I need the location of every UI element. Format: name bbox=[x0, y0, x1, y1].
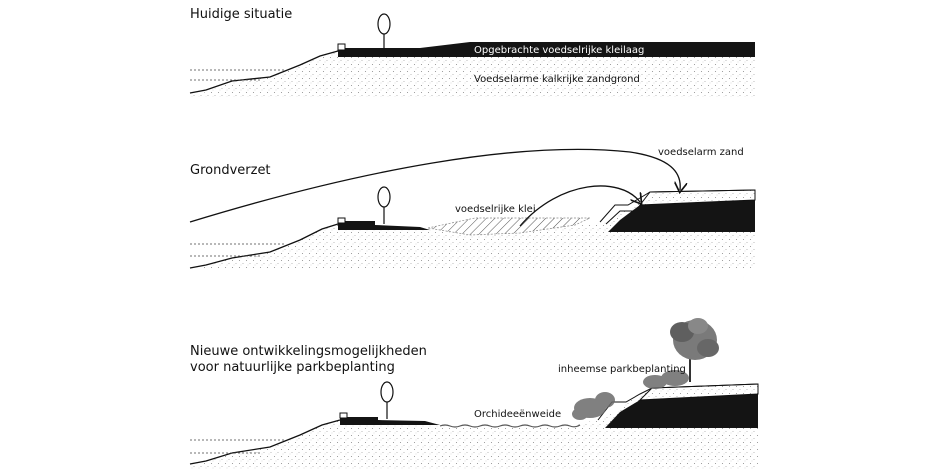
ground-line bbox=[189, 50, 339, 94]
clay-layer bbox=[338, 42, 755, 57]
sand-ground bbox=[190, 50, 755, 97]
label-poor-sand: voedselarm zand bbox=[658, 147, 744, 158]
tree-icon bbox=[380, 381, 394, 419]
tree-icon bbox=[670, 318, 719, 382]
ground-line bbox=[189, 223, 339, 269]
panel-title-line2: voor natuurlijke parkbeplanting bbox=[190, 360, 395, 375]
tree-icon bbox=[377, 186, 391, 224]
label-clay-layer: Opgebrachte voedselrijke kleilaag bbox=[474, 45, 644, 56]
clay-layer bbox=[605, 394, 758, 428]
label-sand-ground: Voedselarme kalkrijke zandgrond bbox=[474, 74, 640, 85]
arrow-icon bbox=[519, 185, 640, 227]
panel-current-situation: Huidige situatie Opgebrachte voedselrijk… bbox=[189, 7, 755, 97]
sand-ground bbox=[190, 200, 755, 270]
orchid-meadow-vegetation bbox=[439, 424, 581, 428]
small-building-icon bbox=[337, 43, 346, 51]
clay-layer bbox=[338, 221, 430, 230]
label-native-planting: inheemse parkbeplanting bbox=[558, 364, 686, 375]
label-rich-clay: voedselrijke klei bbox=[455, 204, 536, 215]
panel-title-line1: Nieuwe ontwikkelingsmogelijkheden bbox=[190, 344, 427, 359]
clay-layer bbox=[340, 417, 440, 425]
hatched-rich-clay bbox=[427, 217, 591, 236]
panel-title-current: Huidige situatie bbox=[190, 7, 292, 22]
native-planting-vegetation bbox=[572, 370, 689, 420]
ground-line bbox=[189, 419, 341, 465]
sand-ground bbox=[190, 390, 758, 470]
label-orchid-meadow: Orchideeënweide bbox=[474, 409, 561, 420]
small-building-icon bbox=[337, 217, 346, 224]
small-building-icon bbox=[339, 412, 348, 419]
clay-layer bbox=[608, 200, 755, 232]
panel-title-soil-movement: Grondverzet bbox=[190, 163, 271, 178]
terrace-outline bbox=[605, 210, 634, 225]
arrow-icon bbox=[189, 148, 680, 223]
panel-soil-movement: Grondverzet voedselrijke klei voedselarm… bbox=[189, 147, 756, 270]
tree-icon bbox=[377, 13, 391, 50]
panel-new-opportunities: Nieuwe ontwikkelingsmogelijkheden voor n… bbox=[189, 318, 759, 470]
